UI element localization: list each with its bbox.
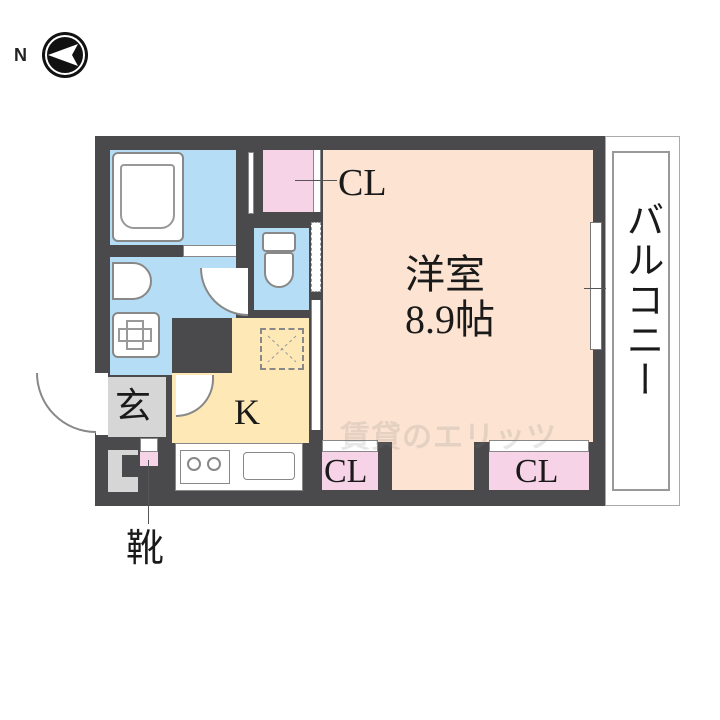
- western-room-size: 8.9帖: [405, 297, 495, 342]
- shoe-closet: [140, 452, 158, 466]
- balcony: [605, 136, 680, 506]
- entrance: [108, 377, 166, 437]
- toilet-tank-icon: [262, 232, 296, 252]
- shoe-closet-label: 靴: [126, 528, 165, 570]
- stove-icon: [180, 450, 230, 484]
- window: [590, 222, 602, 350]
- bathtub-icon: [112, 152, 184, 242]
- north-label: N: [14, 45, 27, 65]
- western-room-alcove: [392, 440, 474, 490]
- toilet-bowl-icon: [264, 252, 294, 288]
- watermark: 賃貸のエリッツ: [340, 420, 557, 455]
- fridge-space-icon: [260, 328, 304, 370]
- closet-bottom-right: [489, 452, 589, 490]
- closet-top-label: CL: [338, 162, 387, 204]
- compass-icon: [40, 30, 90, 80]
- balcony-label: バルコニー: [620, 200, 662, 400]
- kitchen-label: K: [234, 392, 260, 432]
- closet-bottom-left: [322, 452, 378, 490]
- entrance-label: 玄: [115, 386, 152, 426]
- closet-bottom-right-label: CL: [515, 453, 559, 490]
- western-room: [323, 150, 593, 442]
- sink-icon: [243, 452, 295, 480]
- washbasin-icon: [112, 262, 152, 300]
- closet-top: [263, 150, 313, 212]
- front-door-swing: [36, 373, 102, 433]
- washing-machine-icon: [112, 312, 160, 358]
- closet-bottom-left-label: CL: [324, 453, 368, 490]
- western-room-name: 洋室: [405, 252, 485, 297]
